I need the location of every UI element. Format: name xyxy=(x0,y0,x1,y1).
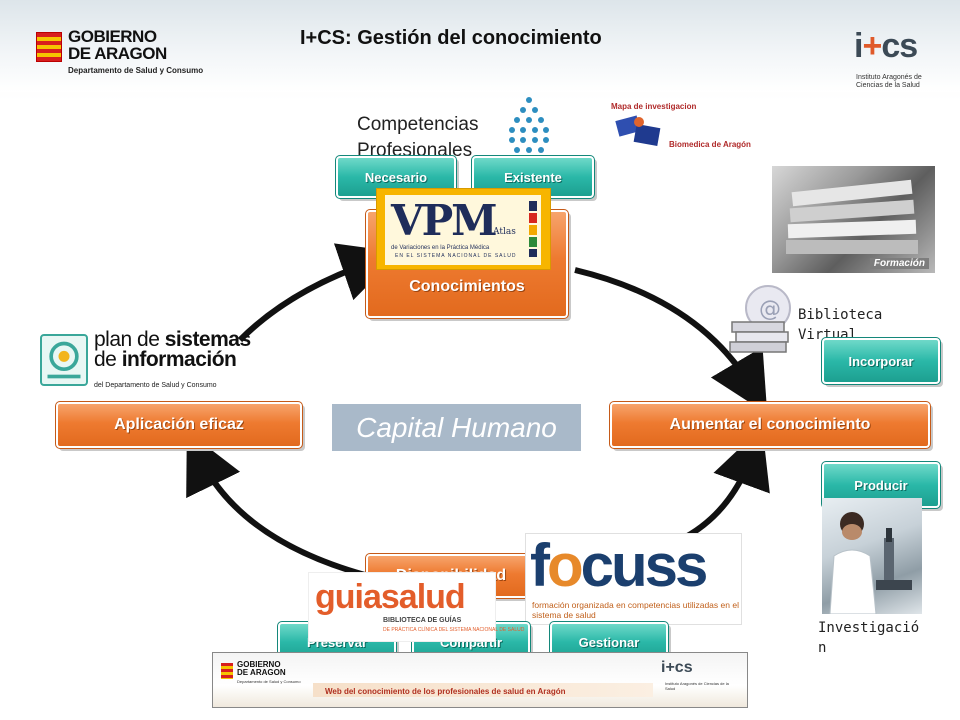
arrow-bottom-left xyxy=(186,431,366,578)
plan-word-informacion: información xyxy=(121,348,237,371)
banner-aragon-name: GOBIERNO DE ARAGON xyxy=(237,661,286,677)
vpm-atlas-logo: VPM Atlas de Variaciones en la Práctica … xyxy=(376,188,551,270)
formacion-label: Formación xyxy=(869,258,929,269)
ics-mark-i: i xyxy=(854,27,864,65)
plan-title: plan de sistemas de información xyxy=(94,328,251,371)
vpm-color-bar-icon xyxy=(529,201,537,257)
aplicacion-eficaz-button[interactable]: Aplicación eficaz xyxy=(55,401,303,449)
banner-aragon-dept: Departamento de Salud y Consumo xyxy=(237,679,301,684)
competencias-line2: Profesionales xyxy=(357,140,473,161)
aragon-department: Departamento de Salud y Consumo xyxy=(68,66,204,75)
banner-aragon-line1: GOBIERNO xyxy=(237,660,281,669)
formacion-photo: Formación xyxy=(772,166,935,273)
banner-ics-subtitle: Instituto Aragonés de Ciencias de la Sal… xyxy=(665,681,729,691)
ics-mark-plus: + xyxy=(862,27,882,65)
investigacion-label: Investigació n xyxy=(818,618,958,658)
research-map-subtitle: Biomedica de Aragón xyxy=(669,140,751,149)
plan-word-de2: de xyxy=(94,348,122,371)
vpm-subtitle2: EN EL SISTEMA NACIONAL DE SALUD xyxy=(395,253,517,259)
svg-text:@: @ xyxy=(759,297,781,322)
vpm-inner: VPM Atlas de Variaciones en la Práctica … xyxy=(385,195,541,265)
aragon-name-line1: GOBIERNO xyxy=(68,27,157,46)
arrow-bottom-right xyxy=(678,426,770,543)
plan-emblem-icon xyxy=(40,334,88,386)
plan-word-plan: plan xyxy=(94,328,138,351)
vpm-atlas-word: Atlas xyxy=(493,227,516,237)
focuss-o: o xyxy=(546,532,584,599)
banner-aragon-flag-icon xyxy=(221,663,233,679)
books-image-icon xyxy=(786,179,918,254)
vpm-subtitle: de Variaciones en la Práctica Médica xyxy=(391,245,490,251)
focuss-subtitle: formación organizada en competencias uti… xyxy=(532,600,739,620)
aragon-name-line2: DE ARAGON xyxy=(68,44,167,63)
banner-stripe xyxy=(313,683,653,697)
competencias-line1: Competencias xyxy=(357,114,479,135)
banner-aragon-line2: DE ARAGON xyxy=(237,668,286,677)
focuss-rest: cuss xyxy=(580,532,709,599)
ics-subtitle: Instituto Aragonés de Ciencias de la Sal… xyxy=(856,74,922,89)
capital-humano-box: Capital Humano xyxy=(332,404,581,451)
research-map-logo: Mapa de investigacion Biomedica de Aragó… xyxy=(605,96,751,154)
guiasalud-subtitle: BIBLIOTECA DE GUÍAS xyxy=(383,617,462,624)
banner-ics-mark: i+cs xyxy=(661,659,693,676)
puzzle-icon xyxy=(615,115,661,146)
ics-mark: i+cs xyxy=(854,27,918,65)
investigacion-line1: Investigació xyxy=(818,620,920,636)
focuss-logo: focuss formación organizada en competenc… xyxy=(525,533,742,625)
aragon-flag-icon xyxy=(36,32,62,62)
banner-caption: Web del conocimiento de los profesionale… xyxy=(325,687,566,696)
competencias-label: Competencias Profesionales xyxy=(357,112,478,164)
incorporar-button[interactable]: Incorporar xyxy=(821,337,941,385)
slide-title: I+CS: Gestión del conocimiento xyxy=(300,27,602,49)
people-pyramid-icon xyxy=(509,97,549,153)
guiasalud-subtitle2: DE PRÁCTICA CLÍNICA DEL SISTEMA NACIONAL… xyxy=(383,627,525,633)
conocimientos-label: Conocimientos xyxy=(409,278,525,295)
focuss-wordmark: focuss xyxy=(530,532,709,599)
investigacion-photo xyxy=(822,498,922,614)
biblioteca-line1: Biblioteca xyxy=(798,307,883,323)
arrow-top-right xyxy=(574,267,768,414)
aumentar-conocimiento-button[interactable]: Aumentar el conocimiento xyxy=(609,401,931,449)
guiasalud-logo: guiasalud BIBLIOTECA DE GUÍAS DE PRÁCTIC… xyxy=(308,572,524,642)
plan-word-de: de xyxy=(137,328,165,351)
plan-department: del Departamento de Salud y Consumo xyxy=(94,382,217,389)
research-map-title: Mapa de investigacion xyxy=(611,102,697,111)
plan-word-sistemas: sistemas xyxy=(164,328,251,351)
web-conocimiento-banner[interactable]: GOBIERNO DE ARAGON Departamento de Salud… xyxy=(212,652,748,708)
investigacion-line2: n xyxy=(818,640,827,656)
microscope-researcher-icon xyxy=(829,512,912,614)
ics-mark-cs: cs xyxy=(881,27,918,65)
aragon-name: GOBIERNO DE ARAGON xyxy=(68,28,167,62)
ics-logo: i+cs Instituto Aragonés de Ciencias de l… xyxy=(848,28,948,90)
focuss-f: f xyxy=(530,532,550,599)
guiasalud-wordmark: guiasalud xyxy=(315,578,466,616)
library-books-icon: @ xyxy=(729,285,791,353)
vpm-wordmark: VPM xyxy=(391,196,498,245)
arrow-top-left xyxy=(237,243,401,343)
header-band xyxy=(0,0,960,92)
gobierno-aragon-logo: GOBIERNO DE ARAGON Departamento de Salud… xyxy=(36,28,203,84)
plan-sistemas-logo: plan de sistemas de información del Depa… xyxy=(40,328,255,392)
